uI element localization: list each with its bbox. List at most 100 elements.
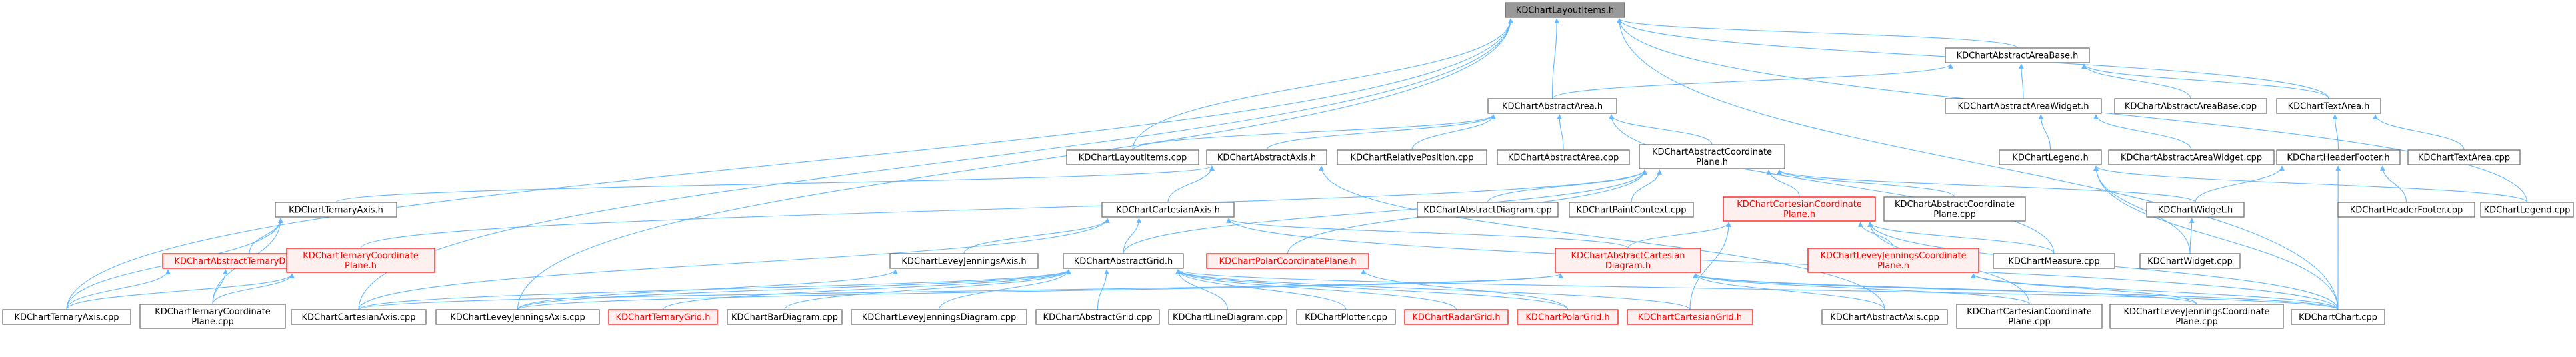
dependency-edge: [1627, 222, 1731, 249]
file-node-polargrid-h[interactable]: KDChartPolarGrid.h: [1517, 309, 1619, 325]
file-node-bardiagram-cpp[interactable]: KDChartBarDiagram.cpp: [727, 309, 843, 325]
file-node-label: KDChartAbstractAxis.cpp: [1830, 313, 1939, 323]
file-node-polarcoordplane-h[interactable]: KDChartPolarCoordinatePlane.h: [1206, 253, 1369, 269]
dependency-edge: [1766, 169, 1800, 198]
file-node-label: Plane.cpp: [191, 317, 233, 327]
file-node-label: Plane.h: [1877, 261, 1909, 271]
file-node-cartesianaxis-h[interactable]: KDChartCartesianAxis.h: [1101, 202, 1235, 218]
file-node-ternaryaxis-cpp[interactable]: KDChartTernaryAxis.cpp: [2, 309, 131, 325]
dependency-edge: [1867, 222, 2055, 254]
dependency-edge: [358, 273, 1563, 310]
file-node-areabase-cpp[interactable]: KDChartAbstractAreaBase.cpp: [2114, 98, 2267, 114]
file-node-axis-h[interactable]: KDChartAbstractAxis.h: [1206, 149, 1327, 165]
file-node-plotter-cpp[interactable]: KDChartPlotter.cpp: [1296, 309, 1396, 325]
file-node-radargrid-h[interactable]: KDChartRadarGrid.h: [1404, 309, 1509, 325]
dependency-edge: [212, 273, 295, 305]
file-node-box: [851, 309, 1027, 325]
file-node-label: KDChartAbstractArea.cpp: [1508, 153, 1619, 163]
file-node-box: [139, 304, 286, 329]
file-node-box: [1296, 309, 1396, 325]
file-node-box: [1101, 202, 1235, 218]
file-node-absaxis-cpp[interactable]: KDChartAbstractAxis.cpp: [1821, 309, 1948, 325]
file-node-headerfooter-h[interactable]: KDChartHeaderFooter.h: [2276, 149, 2401, 165]
file-node-widget-h[interactable]: KDChartWidget.h: [2146, 202, 2245, 218]
file-node-measure-cpp[interactable]: KDChartMeasure.cpp: [1993, 253, 2115, 269]
file-node-ternaryaxis-h[interactable]: KDChartTernaryAxis.h: [275, 202, 397, 218]
file-node-label: KDChartCartesianCoordinate: [1737, 200, 1862, 210]
dependency-edge: [1175, 269, 1229, 310]
file-node-linediagram-cpp[interactable]: KDChartLineDiagram.cpp: [1168, 309, 1287, 325]
dependency-edge: [1857, 222, 1894, 249]
file-node-legend-cpp[interactable]: KDChartLegend.cpp: [2480, 202, 2574, 218]
file-node-leveydiagram-cpp[interactable]: KDChartLeveyJenningsDiagram.cpp: [851, 309, 1027, 325]
file-node-absdiagram-cpp[interactable]: KDChartAbstractDiagram.cpp: [1417, 202, 1559, 218]
file-node-label: KDChartLayoutItems.cpp: [1079, 153, 1187, 163]
dependency-edge: [1689, 222, 1731, 310]
dependency-edge: [1361, 269, 1569, 310]
file-node-paintcontext-cpp[interactable]: KDChartPaintContext.cpp: [1569, 202, 1694, 218]
file-node-legend-h[interactable]: KDChartLegend.h: [1999, 149, 2102, 165]
file-node-chart-cpp[interactable]: KDChartChart.cpp: [2291, 309, 2385, 325]
file-node-box: [1569, 202, 1694, 218]
file-node-relpos-cpp[interactable]: KDChartRelativePosition.cpp: [1337, 149, 1487, 165]
dependency-edge: [335, 165, 1215, 203]
file-node-layoutitems-h[interactable]: KDChartLayoutItems.h: [1505, 2, 1625, 18]
file-node-textarea-cpp[interactable]: KDChartTextArea.cpp: [2407, 149, 2521, 165]
file-node-widget-cpp[interactable]: KDChartWidget.cpp: [2139, 253, 2241, 269]
dependency-edge: [1617, 18, 2018, 49]
dependency-edge: [2019, 63, 2024, 99]
file-node-label: KDChartTernaryCoordinate: [303, 251, 419, 261]
dependency-edge: [1175, 269, 1691, 310]
dependency-edge: [1777, 169, 2196, 203]
file-node-cartgrid-h[interactable]: KDChartCartesianGrid.h: [1627, 309, 1753, 325]
file-node-box: [1993, 253, 2115, 269]
file-nodes: KDChartLayoutItems.hKDChartAbstractAreaB…: [2, 2, 2574, 329]
file-node-areawidget-cpp[interactable]: KDChartAbstractAreaWidget.cpp: [2108, 149, 2275, 165]
dependency-edge: [1557, 114, 1564, 151]
dependency-edge: [2093, 114, 2192, 151]
dependency-edge: [2332, 114, 2339, 151]
file-node-areawidget-h[interactable]: KDChartAbstractAreaWidget.h: [1945, 98, 2102, 114]
file-node-box: [2337, 202, 2475, 218]
file-node-label: Plane.h: [1783, 210, 1815, 220]
file-node-label: KDChartCartesianAxis.cpp: [301, 313, 415, 323]
dependency-edge: [1693, 273, 2030, 305]
file-node-label: KDChartAbstractAreaWidget.cpp: [2121, 153, 2262, 163]
file-node-textarea-h[interactable]: KDChartTextArea.h: [2276, 98, 2381, 114]
file-node-label: KDChartAbstractAxis.h: [1217, 153, 1316, 163]
file-node-layoutitems-cpp[interactable]: KDChartLayoutItems.cpp: [1066, 149, 1199, 165]
file-node-leveyaxis-h[interactable]: KDChartLeveyJenningsAxis.h: [889, 253, 1039, 269]
file-node-absgrid-h[interactable]: KDChartAbstractGrid.h: [1063, 253, 1184, 269]
dependency-edge: [1226, 218, 1629, 249]
file-node-headerfooter-cpp[interactable]: KDChartHeaderFooter.cpp: [2337, 202, 2475, 218]
file-node-label: KDChartAbstractCoordinate: [1895, 200, 2015, 210]
dependency-edge: [1777, 169, 1955, 198]
dependency-edge: [2081, 63, 2191, 99]
file-node-box: [2114, 98, 2267, 114]
file-node-label: KDChartPolarGrid.h: [1525, 313, 1609, 323]
dependency-edge: [212, 269, 229, 305]
file-node-box: [435, 309, 600, 325]
file-node-label: KDChartLeveyJenningsCoordinate: [1820, 251, 1966, 261]
file-node-ternarygrid-h[interactable]: KDChartTernaryGrid.h: [608, 309, 718, 325]
file-node-box: [275, 202, 397, 218]
file-node-label: Plane.cpp: [2175, 317, 2217, 327]
file-node-areabase-h[interactable]: KDChartAbstractAreaBase.h: [1945, 47, 2090, 63]
file-node-leveyaxis-cpp[interactable]: KDChartLeveyJenningsAxis.cpp: [435, 309, 600, 325]
dependency-edge: [1971, 273, 2197, 305]
file-node-absgrid-cpp[interactable]: KDChartAbstractGrid.cpp: [1035, 309, 1160, 325]
file-node-area-cpp[interactable]: KDChartAbstractArea.cpp: [1497, 149, 1630, 165]
file-node-cartesianaxis-cpp[interactable]: KDChartCartesianAxis.cpp: [291, 309, 427, 325]
file-node-box: [1168, 309, 1287, 325]
file-node-area-h[interactable]: KDChartAbstractArea.h: [1487, 98, 1617, 114]
